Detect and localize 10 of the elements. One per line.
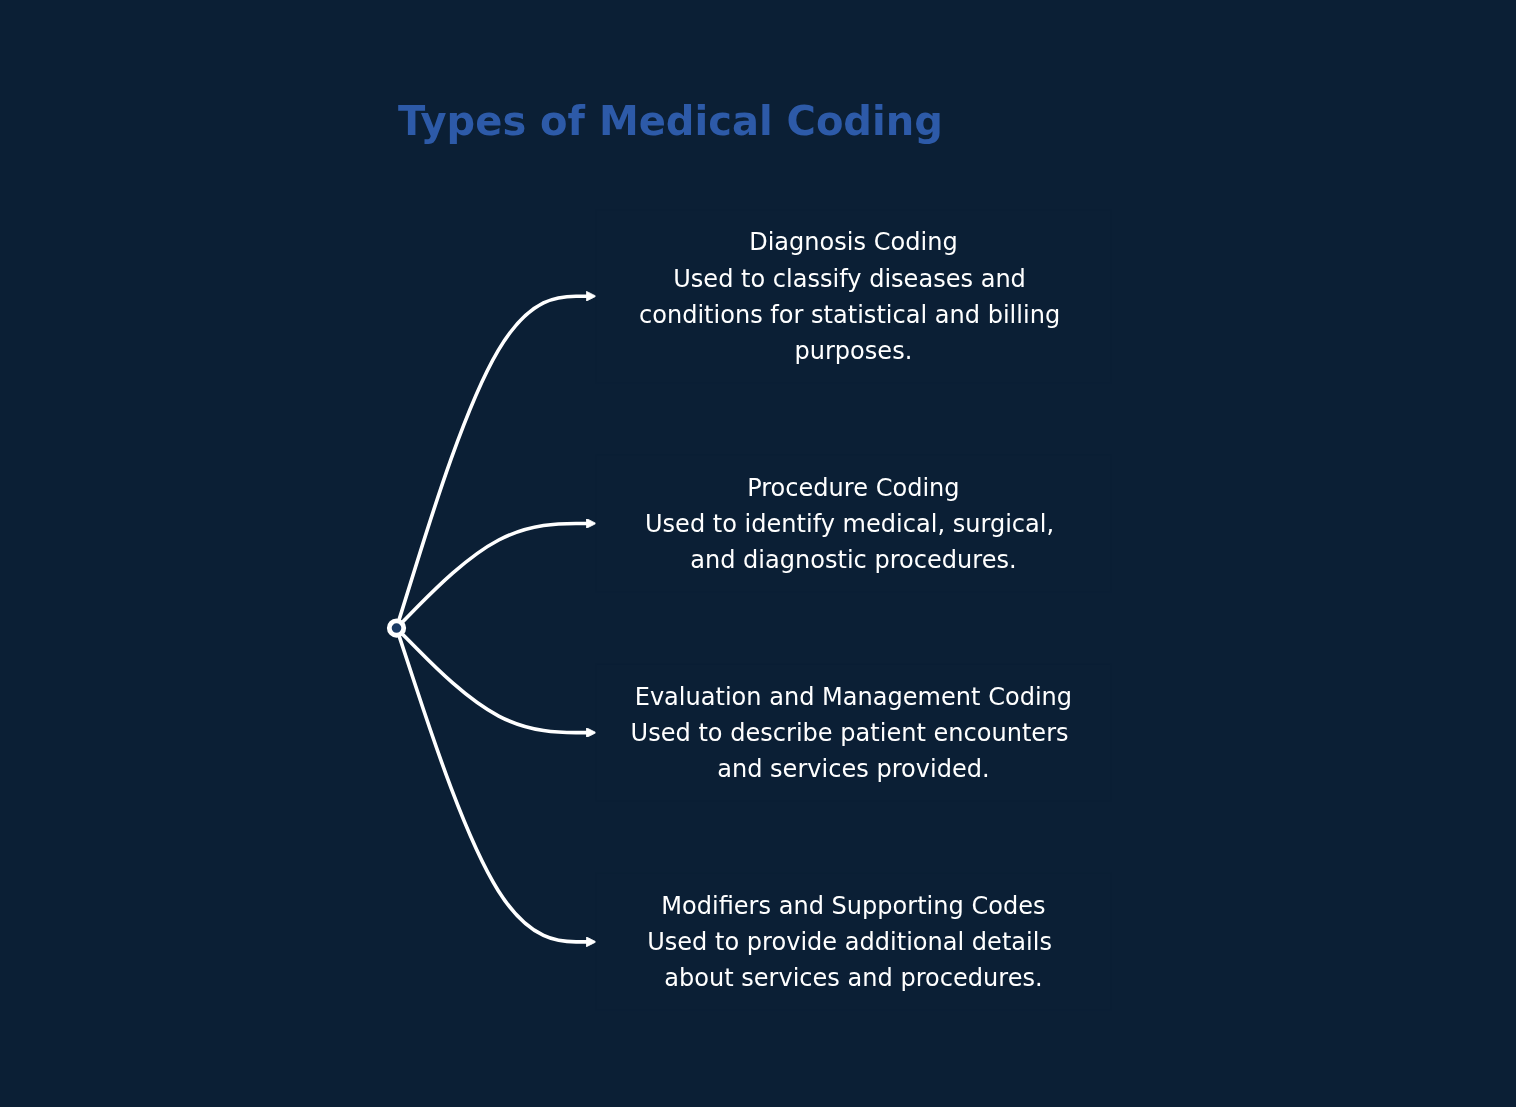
node-text: Modifiers and Supporting Codes Used to provide additional details about services and procedures. (647, 891, 1052, 993)
arrow (400, 631, 597, 738)
arrow (397, 634, 597, 948)
arrow (400, 518, 597, 625)
node-text: Procedure Coding Used to identify medical, surgical, and diagnostic procedures. (644, 472, 1055, 574)
node-circle (386, 618, 407, 638)
node-text: Evaluation and Management Coding Used to describe patient encounters and services provided. (630, 682, 1073, 784)
node-text: Diagnosis Coding Used to classify diseases and conditions for statistical and billing purposes. (638, 227, 1061, 365)
diagram-title: Types of Medical Coding (398, 98, 943, 144)
arrow (396, 290, 597, 622)
